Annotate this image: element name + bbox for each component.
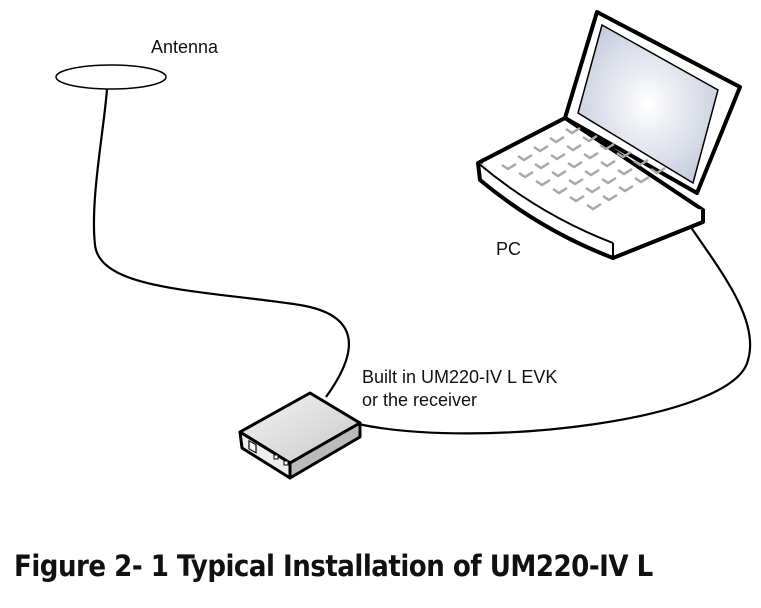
keyboard-key — [565, 126, 581, 135]
keyboard-key — [549, 135, 565, 144]
figure-caption: Figure 2- 1 Typical Installation of UM22… — [14, 549, 653, 583]
receiver-label-line1: Built in UM220-IV L EVK — [362, 367, 558, 387]
receiver-device-icon — [238, 391, 362, 480]
keyboard-key — [552, 186, 568, 195]
laptop-icon — [476, 10, 742, 260]
keyboard-key — [600, 159, 616, 168]
keyboard-key — [551, 169, 567, 178]
pc-cable — [357, 222, 752, 435]
keyboard-key — [566, 143, 582, 152]
keyboard-key — [586, 202, 602, 211]
antenna-icon — [55, 64, 167, 90]
keyboard-key — [602, 193, 618, 202]
keyboard-key — [601, 176, 617, 185]
antenna-cable — [92, 88, 350, 398]
keyboard-key — [567, 160, 583, 169]
keyboard-key — [568, 177, 584, 186]
keyboard-key — [534, 161, 550, 170]
keyboard-key — [535, 178, 551, 187]
keyboard-key — [517, 153, 533, 162]
keyboard-key — [533, 144, 549, 153]
keyboard-key — [617, 167, 633, 176]
antenna-label: Antenna — [151, 37, 219, 57]
keyboard-key — [599, 142, 615, 151]
keyboard-key — [650, 166, 666, 175]
keyboard-key — [583, 151, 599, 160]
keyboard-key — [501, 162, 517, 171]
keyboard-key — [616, 150, 632, 159]
receiver-label-line2: or the receiver — [362, 390, 478, 410]
keyboard-key — [582, 134, 598, 143]
keyboard-key — [550, 152, 566, 161]
keyboard-key — [633, 158, 649, 167]
keyboard-key — [634, 175, 650, 184]
keyboard-key — [569, 194, 585, 203]
pc-label: PC — [496, 239, 522, 259]
keyboard-key — [618, 184, 634, 193]
keyboard-key — [585, 185, 601, 194]
keyboard-key — [584, 168, 600, 177]
keyboard-key — [518, 170, 534, 179]
